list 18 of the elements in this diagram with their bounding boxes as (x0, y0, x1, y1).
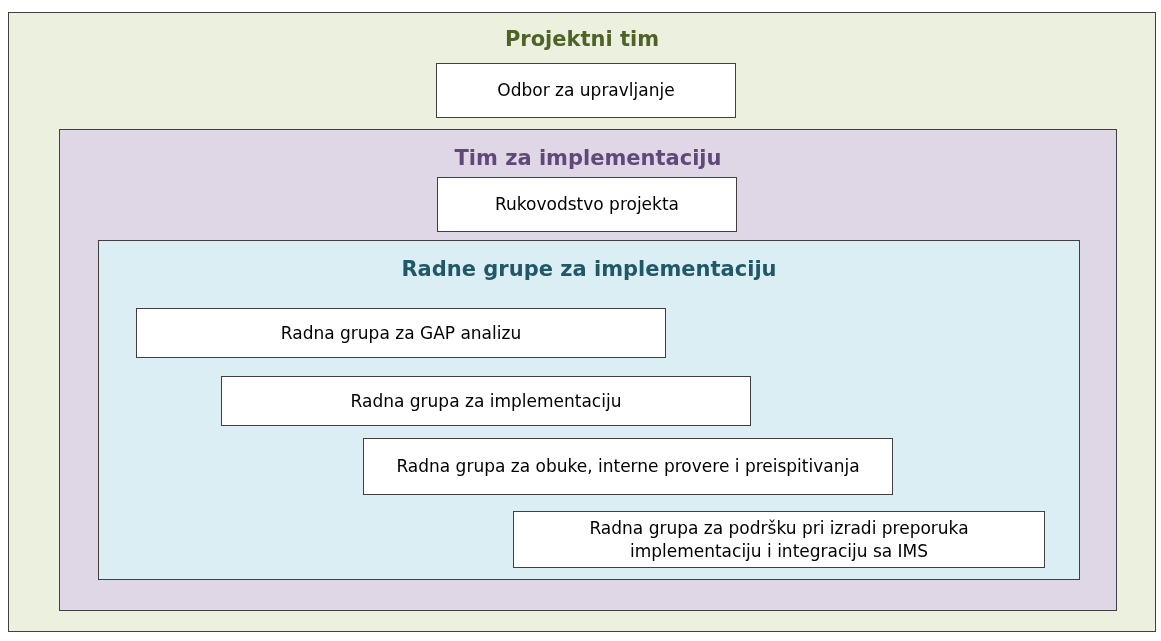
org-box (136, 308, 666, 358)
box-label: Radna grupa za podršku pri izradi preporuka implementaciju i integraciju sa IMS (588, 517, 970, 562)
group-heading: Projektni tim (504, 27, 660, 51)
box-label: Radna grupa za obuke, interne provere i preispitivanja (396, 455, 860, 478)
group-panel (59, 129, 1117, 611)
box-label: Rukovodstvo projekta (495, 193, 679, 216)
group-heading: Radne grupe za implementaciju (401, 257, 777, 281)
org-box (437, 177, 737, 232)
org-box (363, 438, 893, 495)
group-panel (98, 240, 1080, 580)
box-label: Odbor za upravljanje (497, 79, 675, 102)
org-box (436, 63, 736, 118)
box-label: Radna grupa za GAP analizu (280, 321, 522, 345)
group-panel (8, 12, 1156, 632)
group-heading: Tim za implementaciju (454, 146, 722, 170)
org-box (221, 376, 751, 426)
box-label: Radna grupa za implementaciju (350, 389, 622, 413)
org-box (513, 511, 1045, 568)
